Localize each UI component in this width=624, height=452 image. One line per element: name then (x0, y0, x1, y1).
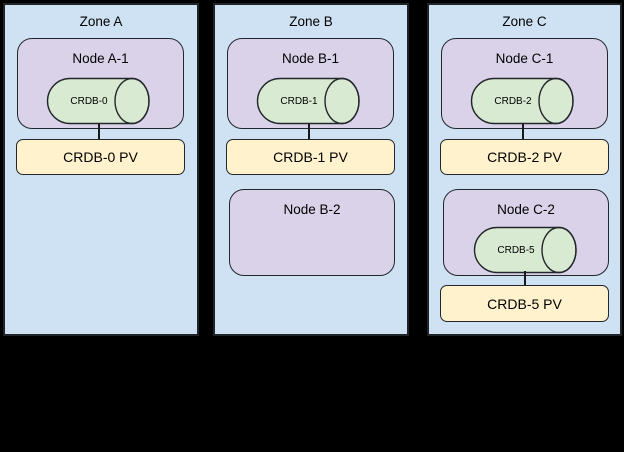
node-b2-label: Node B-2 (283, 202, 341, 217)
node-a1-label: Node A-1 (72, 51, 129, 66)
pv-label: CRDB-2 PV (487, 149, 562, 165)
pv-box: CRDB-5 PV (440, 285, 609, 322)
zone-a: Zone A Node A-1 CRDB-0 CRDB-0 PV (3, 3, 199, 336)
zone-b: Zone B Node B-1 CRDB-1 CRDB-1 PV Node B-… (213, 3, 409, 336)
pv-box: CRDB-2 PV (440, 139, 609, 175)
connector-line (308, 124, 310, 140)
database-label: CRDB-1 (280, 95, 318, 107)
zone-b-label: Zone B (289, 14, 333, 29)
pv-box: CRDB-1 PV (226, 139, 395, 175)
node-c1-label: Node C-1 (495, 51, 554, 66)
connector-line (524, 271, 526, 286)
pv-label: CRDB-1 PV (273, 149, 348, 165)
pv-box: CRDB-0 PV (16, 139, 185, 175)
node-b1: Node B-1 CRDB-1 (227, 38, 394, 129)
database-cylinder-icon: CRDB-0 (46, 77, 153, 125)
pv-label: CRDB-5 PV (487, 295, 562, 312)
database-cylinder-icon: CRDB-5 (473, 226, 580, 274)
zone-c: Zone C Node C-1 CRDB-2 CRDB-2 PV Node C-… (427, 3, 622, 336)
database-cylinder-icon: CRDB-2 (470, 77, 577, 125)
database-label: CRDB-0 (70, 95, 108, 107)
zone-a-label: Zone A (79, 14, 123, 29)
connector-line (522, 124, 524, 140)
node-c2-label: Node C-2 (497, 202, 555, 217)
database-label: CRDB-2 (494, 95, 532, 107)
connector-line (98, 124, 100, 140)
node-a1: Node A-1 CRDB-0 (17, 38, 184, 129)
node-c1: Node C-1 CRDB-2 (441, 38, 608, 129)
database-label: CRDB-5 (497, 244, 535, 256)
node-c2: Node C-2 CRDB-5 (443, 189, 609, 276)
database-cylinder-icon: CRDB-1 (256, 77, 363, 125)
pv-label: CRDB-0 PV (63, 149, 138, 165)
node-b2: Node B-2 (229, 189, 395, 276)
zone-c-label: Zone C (502, 14, 547, 29)
node-b1-label: Node B-1 (281, 51, 340, 66)
